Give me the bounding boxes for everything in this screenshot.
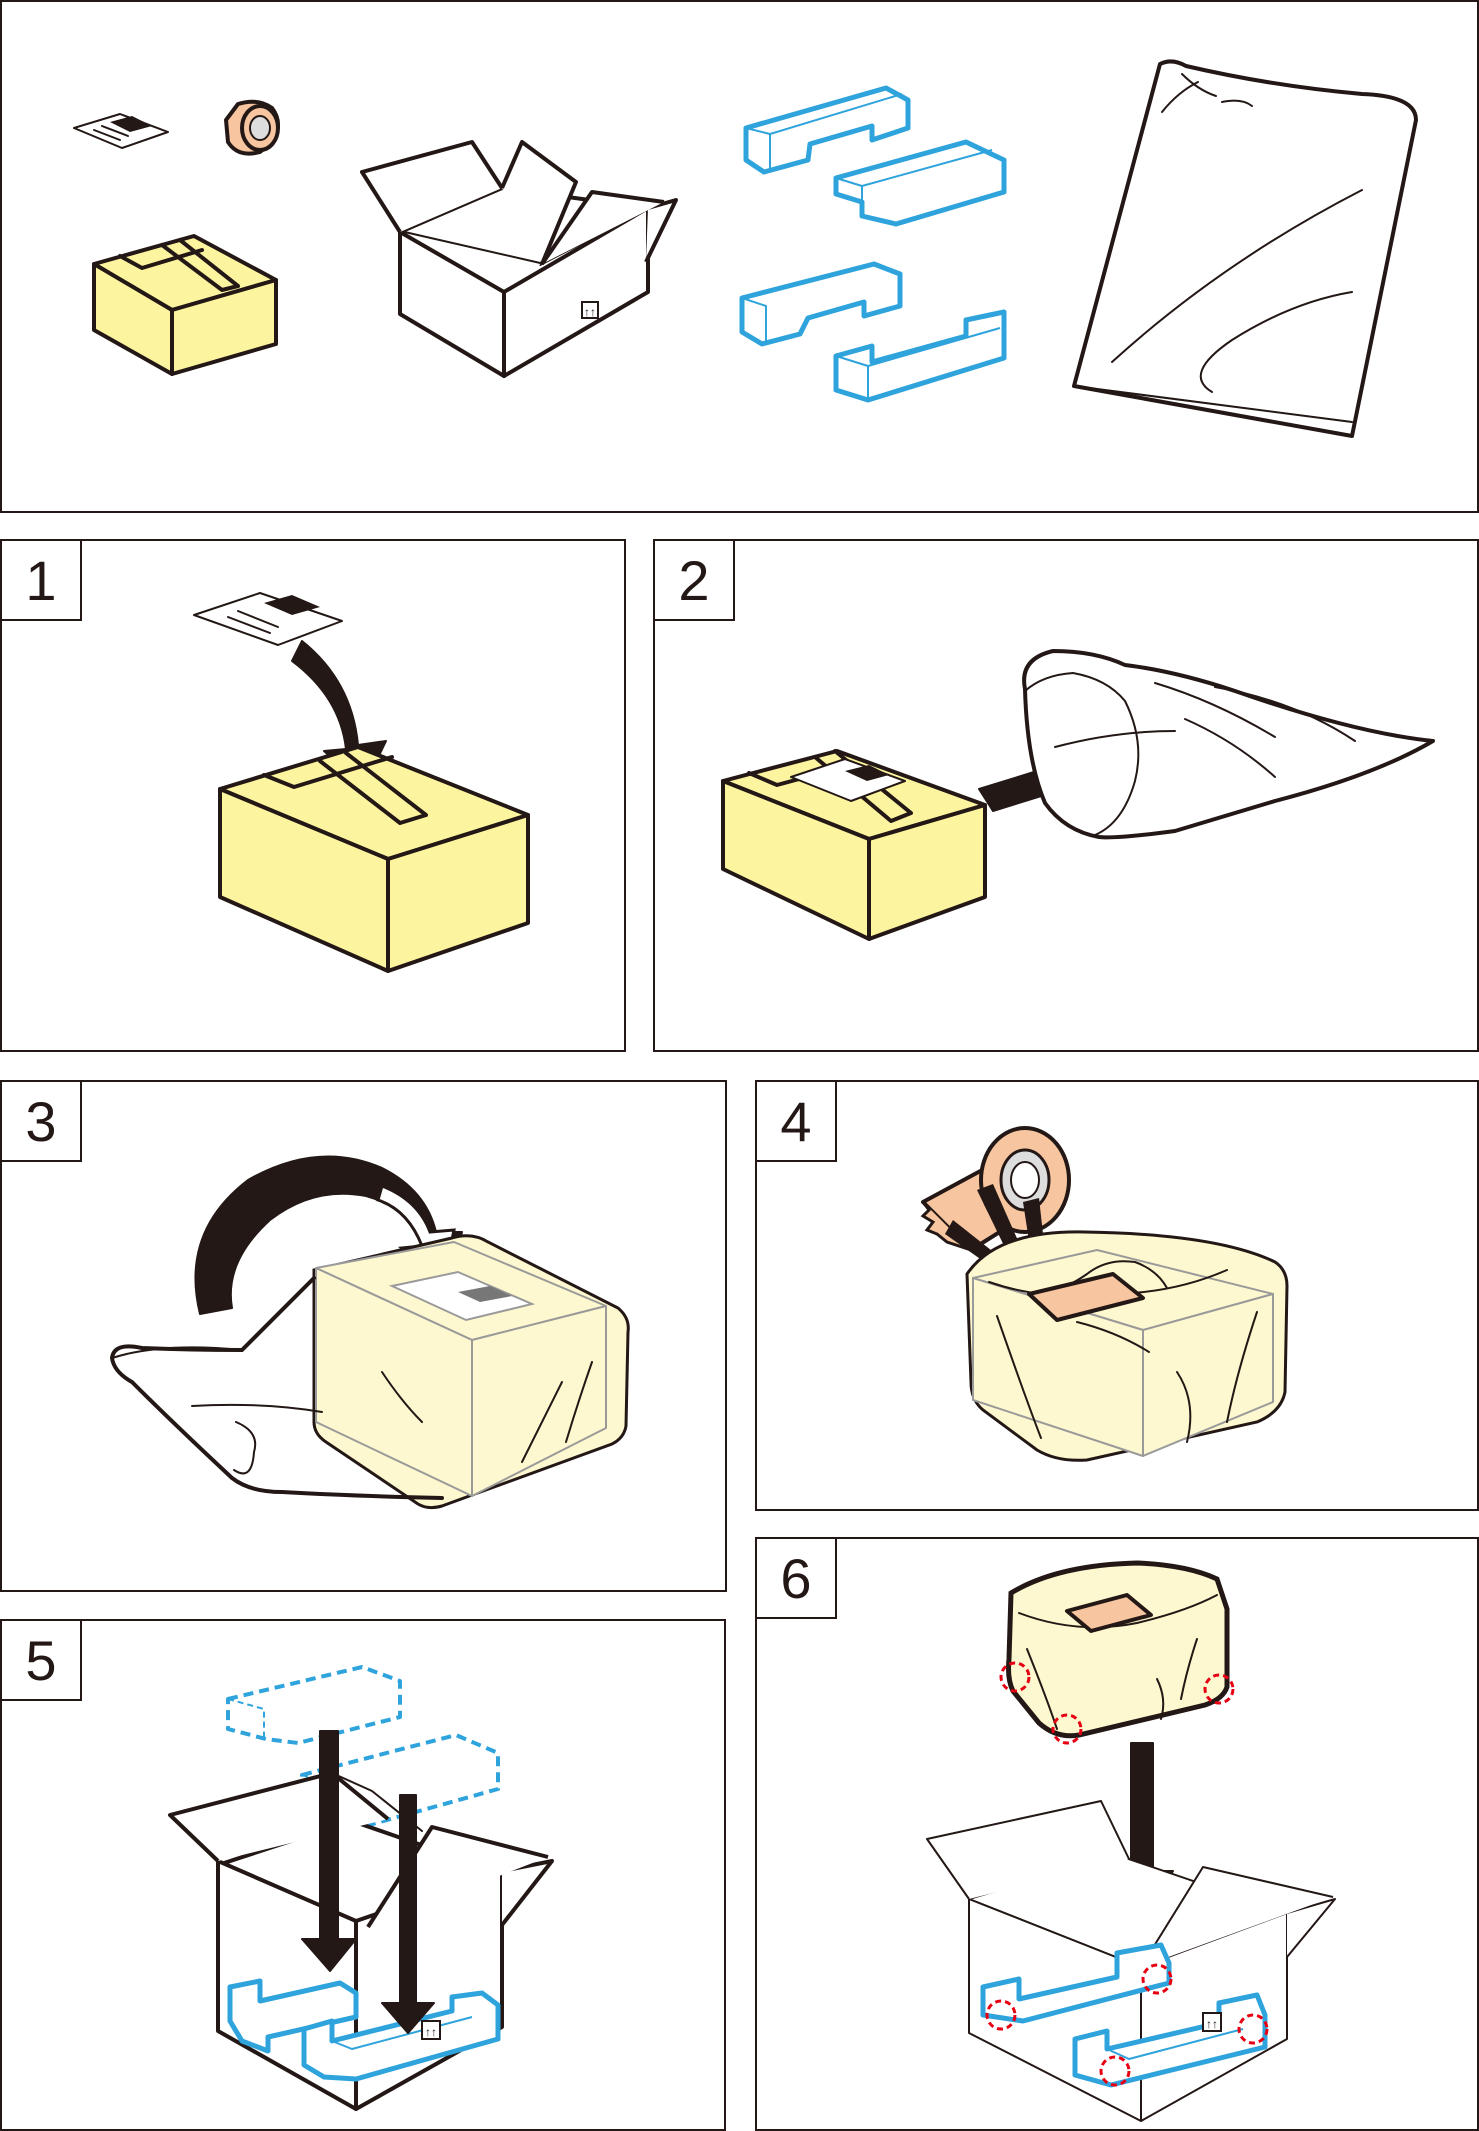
tape-strip [1027, 1272, 1145, 1322]
plastic-bag-icon [109, 1276, 593, 1500]
tape-roll-icon [224, 99, 280, 156]
check-point-circle-icon [1099, 2055, 1131, 2087]
check-point-circle-icon [1203, 1673, 1235, 1705]
check-point-circle-icon [1237, 2013, 1269, 2045]
parts-illustration: ↑↑ [73, 59, 1418, 438]
svg-text:↑↑: ↑↑ [425, 2025, 437, 2039]
step-4-illustration [920, 1126, 1289, 1462]
shipping-carton-icon: ↑↑ [360, 140, 678, 378]
check-point-circle-icon [1051, 1713, 1083, 1745]
product-box-icon [312, 1234, 630, 1510]
step-4-panel: 4 [755, 1080, 1479, 1511]
step-3-illustration [109, 1155, 630, 1510]
arrow-icon [301, 1730, 357, 1972]
foam-spacer-icon [227, 1978, 501, 2082]
parts-panel: ↑↑ [0, 0, 1479, 513]
this-side-up-icon [1202, 2012, 1222, 2032]
step-number: 1 [2, 541, 82, 621]
label-sheet-icon [193, 592, 343, 646]
step-2-illustration [721, 649, 1435, 941]
step-5-panel: 5 ↑↑ [0, 1619, 726, 2131]
product-box-icon [965, 1230, 1289, 1462]
step-number: 2 [655, 541, 735, 621]
step-6-panel: 6 ↑↑ [755, 1537, 1479, 2131]
this-side-up-icon [421, 2020, 441, 2040]
label-sheet-icon [73, 113, 169, 149]
step-1-illustration [193, 592, 530, 973]
plastic-bag-icon [1022, 649, 1435, 840]
step-number: 3 [2, 1082, 82, 1162]
foam-spacer-icon [739, 85, 1007, 403]
check-point-circle-icon [1141, 1963, 1173, 1995]
step-5-illustration: ↑↑ [168, 1665, 554, 2111]
product-box-icon [721, 749, 987, 941]
step-3-panel: 3 [0, 1080, 727, 1592]
arrow-icon [381, 1794, 435, 2034]
step-number: 6 [757, 1539, 837, 1619]
this-side-up-icon [581, 301, 599, 319]
shipping-carton-icon: ↑↑ [926, 1800, 1336, 2122]
check-point-circle-icon [999, 1661, 1031, 1693]
step-number: 4 [757, 1082, 837, 1162]
step-2-panel: 2 [653, 539, 1479, 1052]
step-6-illustration: ↑↑ [926, 1560, 1336, 2122]
product-box-icon [92, 234, 278, 376]
step-number: 5 [2, 1621, 82, 1701]
product-box-icon [218, 745, 530, 973]
check-point-circle-icon [985, 1999, 1017, 2031]
svg-text:↑↑: ↑↑ [584, 305, 596, 319]
product-box-icon [999, 1560, 1235, 1745]
svg-text:↑↑: ↑↑ [1206, 2017, 1218, 2031]
step-1-panel: 1 [0, 539, 626, 1052]
tape-roll-icon [920, 1126, 1071, 1252]
plastic-bag-icon [1072, 59, 1418, 438]
